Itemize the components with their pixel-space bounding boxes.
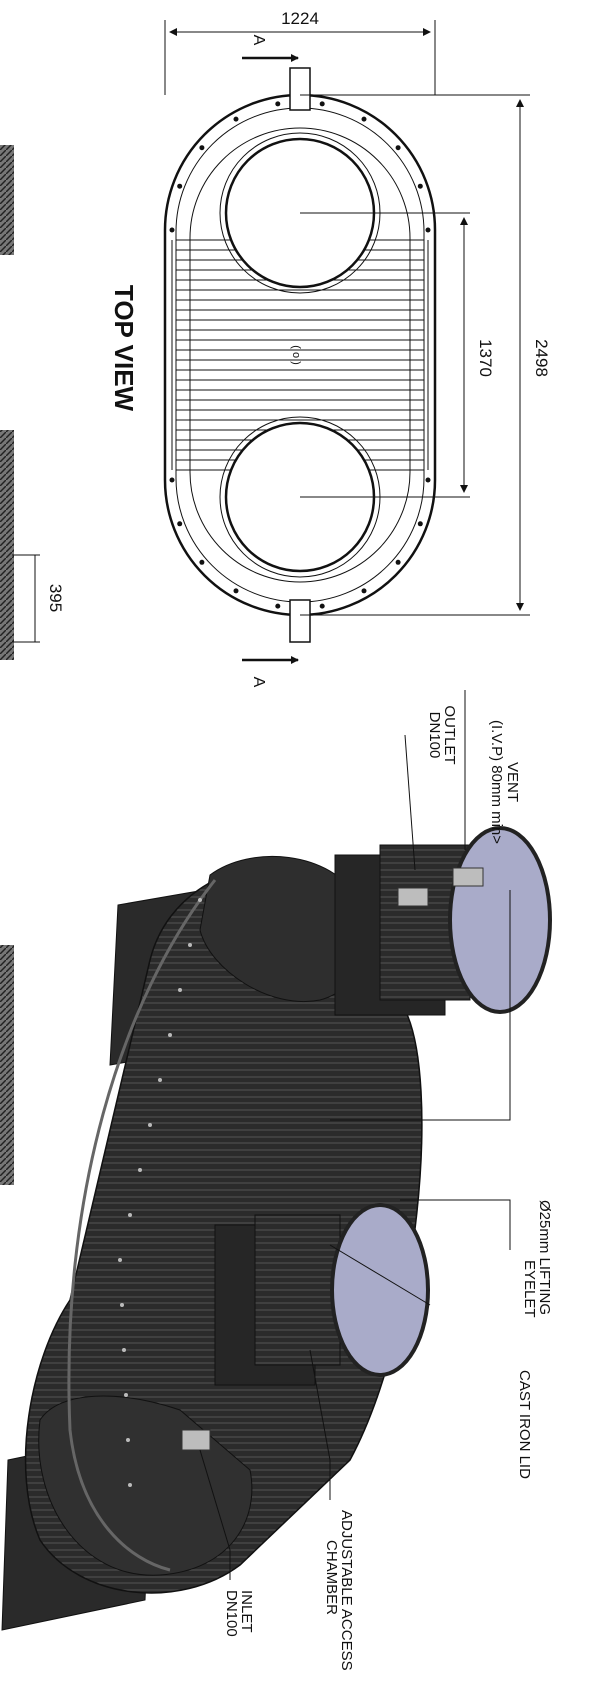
bolt-dot [169,477,175,483]
section-strip-top [0,145,14,255]
section-strip-bottom [0,945,14,1185]
lifting-eyelet-label-line1: Ø25mm LIFTING [536,1200,553,1315]
cast-iron-lid-label: CAST IRON LID [516,1370,533,1479]
outlet-label-line2: DN100 [426,712,443,759]
inlet-label-line1: INLET [238,1590,255,1633]
vent-label-line2: (I.V.P) 80mm min> [488,720,505,844]
lifting-eyelet-label-line2: EYELET [521,1260,538,1318]
inlet-label-line2: DN100 [223,1590,240,1637]
section-strip-middle [0,430,14,660]
bolt-dot [417,521,423,527]
strap-rivet [138,1168,142,1172]
bolt-dot [275,603,281,609]
bolt-dot [361,116,367,122]
lifting-strap [67,879,217,1572]
dimension-395-label: 395 [46,584,65,612]
strap-rivet [148,1123,152,1127]
vent-pipe [452,867,484,887]
strap-rivet [168,1033,172,1037]
dimension-395: 395 [12,554,65,643]
access-chamber-label-line1: ADJUSTABLE ACCESS [338,1510,355,1671]
section-marker-top: A [242,35,299,62]
bolt-dot [361,588,367,594]
bolt-dot [177,183,183,189]
bolt-dot [199,145,205,151]
section-marker-bottom-label: A [250,677,267,688]
bolt-dot [425,477,431,483]
bolt-dot [395,559,401,565]
bolt-dot [169,227,175,233]
strap-rivet [122,1348,126,1352]
bolt-dot [177,521,183,527]
cast-iron-lid-bottom [330,1203,430,1377]
strap-rivet [188,943,192,947]
dimension-1370-label: 1370 [476,339,495,377]
bolt-dot [417,183,423,189]
strap-rivet [126,1438,130,1442]
top-view-drawing [163,67,470,643]
outlet-pipe [397,887,429,907]
bolt-dot [233,588,239,594]
dimension-2498 [300,94,530,616]
dimension-2498-label: 2498 [532,339,551,377]
center-mark: ( o ) [290,345,302,365]
inlet-pipe [181,1429,211,1451]
strap-rivet [120,1303,124,1307]
top-view-title: TOP VIEW [109,285,139,412]
bolt-dot [275,101,281,107]
cast-iron-lid-top [448,826,552,1014]
bolt-dot [319,603,325,609]
vent-label-line1: VENT [504,762,521,802]
strap-rivet [118,1258,122,1262]
access-chamber-label-line2: CHAMBER [323,1540,340,1615]
strap-rivet [124,1393,128,1397]
leader-lines [199,690,511,1580]
bolt-dot [425,227,431,233]
bolt-dot [319,101,325,107]
strap-rivet [128,1483,132,1487]
strap-rivet [128,1213,132,1217]
strap-rivet [178,988,182,992]
bolt-dot [395,145,401,151]
section-marker-bottom: A [242,656,299,688]
outlet-label-line1: OUTLET [441,705,458,764]
bolt-dot [233,116,239,122]
isometric-tank [1,826,552,1631]
section-marker-top-label: A [250,35,267,46]
strap-rivet [198,898,202,902]
access-chamber-bottom [254,1214,341,1366]
strap-rivet [158,1078,162,1082]
dimension-1224-label: 1224 [281,9,319,28]
dimension-1224 [164,20,436,95]
bolt-dot [199,559,205,565]
